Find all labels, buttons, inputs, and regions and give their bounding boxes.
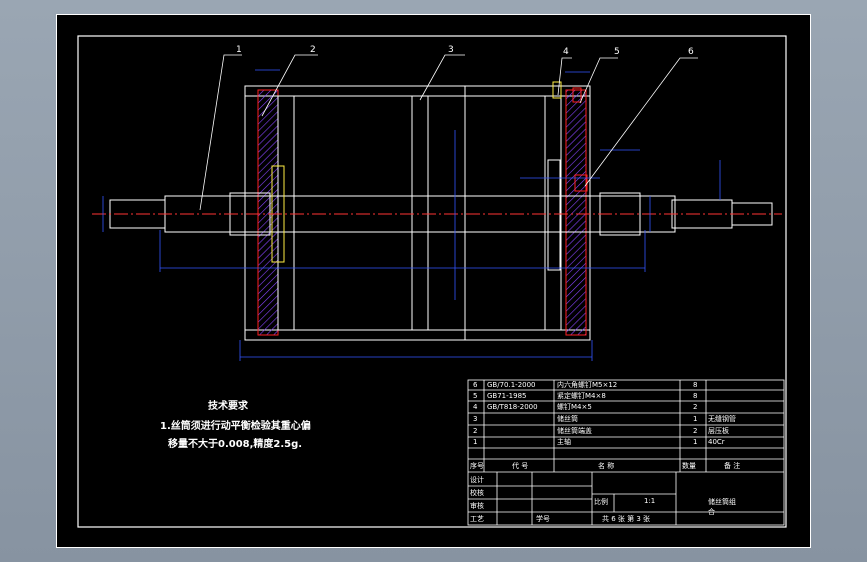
label-student-no: 学号 (536, 515, 550, 523)
bom-header: 序号 代 号 名 称 数量 备 注 (468, 459, 784, 472)
bom-cell-no: 1 (473, 438, 478, 446)
parts-table (467, 379, 785, 526)
bom-header-no: 序号 (470, 462, 484, 470)
label-scale: 比例 (594, 498, 608, 506)
bom-cell-material: 层压板 (708, 427, 729, 435)
bom-row: 5 GB71-1985 紧定螺钉M4×8 8 (468, 392, 784, 402)
label-review: 审核 (470, 502, 484, 510)
bom-cell-name: 储丝筒端盖 (557, 427, 592, 435)
tech-requirements-title: 技术要求 (208, 401, 248, 412)
bom-cell-code: GB71-1985 (487, 392, 527, 400)
callout-leaders (199, 54, 698, 211)
bom-header-code: 代 号 (512, 462, 529, 470)
bom-cell-qty: 2 (693, 427, 698, 435)
right-end-cap (565, 89, 587, 336)
bom-cell-qty: 1 (693, 415, 698, 423)
drum-outline (244, 85, 591, 341)
callout-6: 6 (688, 47, 694, 57)
bom-cell-no: 3 (473, 415, 478, 423)
label-process: 工艺 (470, 515, 484, 523)
callout-5: 5 (614, 47, 620, 57)
label-design: 设计 (470, 476, 484, 484)
bom-cell-no: 4 (473, 403, 478, 411)
title-block: 设计 校核 审核 工艺 学号 比例 1:1 共 6 张 第 3 张 储丝筒组 合 (468, 472, 784, 525)
callout-1: 1 (236, 45, 242, 55)
bom-cell-name: 螺钉M4×5 (557, 403, 592, 411)
bom-cell-name: 主轴 (557, 438, 571, 446)
tech-requirements-line1: 1.丝筒须进行动平衡检验其重心偏 (160, 421, 311, 432)
bom-cell-no: 2 (473, 427, 478, 435)
bom-row: 1 主轴 1 40Cr (468, 438, 784, 448)
label-check: 校核 (470, 489, 484, 497)
sheet-count: 共 6 张 第 3 张 (602, 515, 651, 523)
tech-requirements-line2: 移量不大于0.008,精度2.5g. (168, 439, 303, 450)
left-end-cap (257, 89, 279, 336)
bom-cell-material: 40Cr (708, 438, 725, 446)
dimension-lines (102, 69, 721, 361)
bom-cell-code: GB/T818-2000 (487, 403, 538, 411)
callout-2: 2 (310, 45, 316, 55)
bom-row: 2 储丝筒端盖 2 层压板 (468, 427, 784, 437)
part-sub: 合 (708, 508, 715, 516)
bom-header-note: 备 注 (724, 462, 741, 470)
callout-3: 3 (448, 45, 454, 55)
bom-cell-name: 内六角螺钉M5×12 (557, 381, 618, 389)
bom-cell-name: 紧定螺钉M4×8 (557, 392, 606, 400)
bom-header-qty: 数量 (682, 462, 696, 470)
bom-cell-qty: 2 (693, 403, 698, 411)
bom-cell-no: 5 (473, 392, 478, 400)
callout-numbers: 1 2 3 4 5 6 (236, 45, 694, 57)
bom-cell-material: 无缝钢管 (708, 415, 736, 423)
bom-cell-code: GB/70.1-2000 (487, 381, 536, 389)
bom-row: 4 GB/T818-2000 螺钉M4×5 2 (468, 403, 784, 413)
bom-cell-qty: 8 (693, 381, 698, 389)
inner-frame (77, 35, 787, 528)
bom-cell-qty: 8 (693, 392, 698, 400)
bom-cell-qty: 1 (693, 438, 698, 446)
part-name: 储丝筒组 (708, 498, 736, 506)
bom-header-name: 名 称 (598, 462, 615, 470)
bom-cell-name: 储丝筒 (557, 415, 578, 423)
callout-4: 4 (563, 47, 569, 57)
bom-cell-no: 6 (473, 381, 478, 389)
scale-value: 1:1 (644, 497, 656, 505)
bom-row: 6 GB/70.1-2000 内六角螺钉M5×12 8 (468, 381, 784, 391)
bom-row: 3 储丝筒 1 无缝钢管 (468, 415, 784, 425)
drum-assembly (109, 81, 773, 341)
